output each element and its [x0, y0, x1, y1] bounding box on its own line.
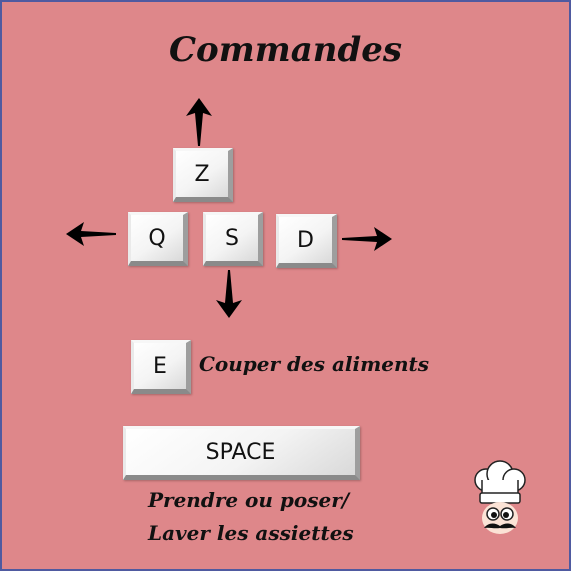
- page-title: Commandes: [169, 30, 402, 70]
- key-q[interactable]: Q: [128, 212, 188, 266]
- space-label-line1: Prendre ou poser/: [148, 488, 350, 512]
- chef-mascot-icon: [474, 460, 526, 534]
- arrow-right-icon: [342, 227, 392, 251]
- key-space[interactable]: SPACE: [123, 426, 360, 480]
- space-label-line2: Laver les assiettes: [148, 521, 354, 545]
- arrow-left-icon: [66, 222, 116, 246]
- arrow-down-icon: [216, 270, 242, 318]
- action-label: Couper des aliments: [199, 352, 430, 376]
- key-z[interactable]: Z: [173, 148, 233, 202]
- key-s[interactable]: S: [203, 212, 263, 266]
- arrow-up-icon: [186, 98, 212, 146]
- key-e[interactable]: E: [131, 340, 191, 394]
- key-d[interactable]: D: [276, 214, 337, 268]
